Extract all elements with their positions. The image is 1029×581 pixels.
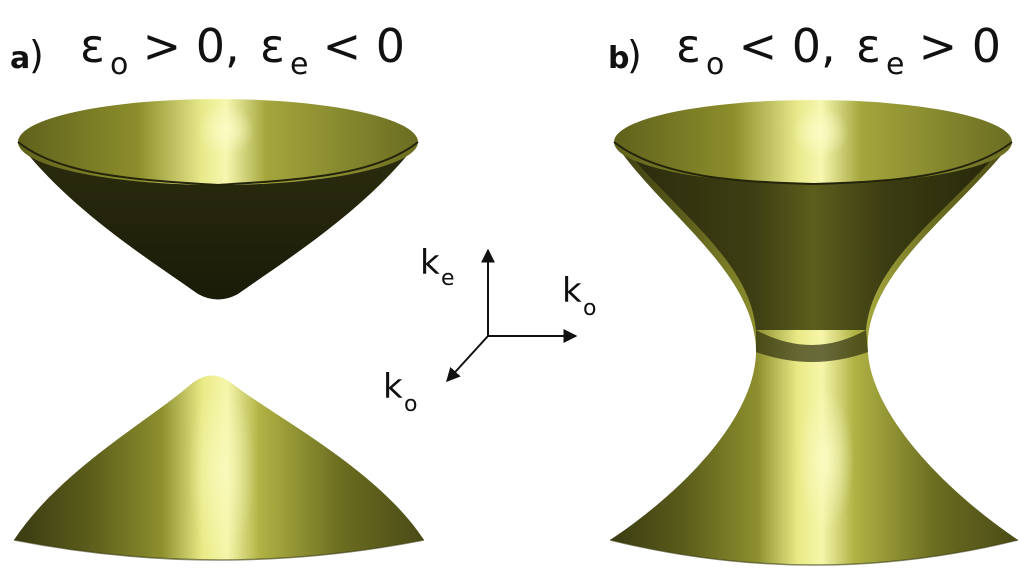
panel-a-letter: a [10, 41, 30, 76]
panel-a-relation-1: > 0, [128, 19, 254, 73]
panel-a-epsilon-o: ε [80, 19, 105, 73]
panel-a-epsilon-e-sub: e [290, 47, 308, 82]
panel-b-epsilon-o: ε [676, 19, 701, 73]
panel-b-epsilon-o-sub: o [706, 47, 724, 82]
k-e-label-sub: e [441, 266, 455, 291]
panel-b-epsilon-e: ε [856, 19, 881, 73]
panel-a-paren: ) [29, 33, 44, 77]
k-o-diagonal-axis-arrow [446, 335, 489, 383]
panel-a-title: a ) ε o > 0, ε e < 0 [10, 19, 405, 82]
panel-b-title: b ) ε o < 0, ε e > 0 [608, 19, 1001, 82]
panel-b-relation-1: < 0, [724, 19, 850, 73]
panel-b-epsilon-e-sub: e [886, 47, 904, 82]
k-e-label: k [420, 243, 440, 283]
panel-a-epsilon-o-sub: o [110, 47, 128, 82]
panel-b-letter: b [608, 41, 629, 76]
upper-sheet [17, 99, 419, 300]
k-o-right-label-sub: o [583, 296, 596, 321]
axes-diagram: k e k o k o [383, 243, 596, 417]
panel-a-epsilon-e: ε [260, 19, 285, 73]
k-o-diag-label: k [383, 367, 403, 407]
lower-sheet [13, 375, 425, 561]
panel-a-relation-2: < 0 [308, 19, 405, 73]
panel-b-paren: ) [627, 33, 642, 77]
panel-b-relation-2: > 0 [904, 19, 1001, 73]
k-o-right-label: k [562, 271, 582, 311]
k-o-diag-label-sub: o [404, 392, 417, 417]
hyperboloid-sheet [609, 100, 1019, 566]
